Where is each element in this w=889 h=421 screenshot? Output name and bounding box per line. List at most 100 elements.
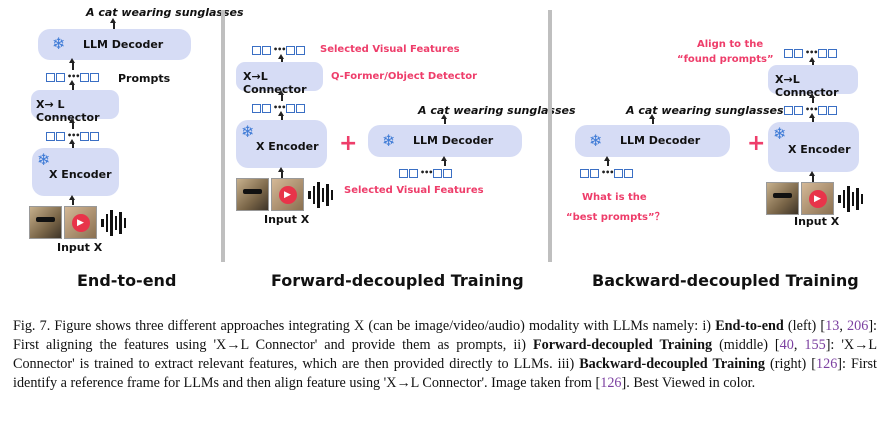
video-thumbnail: ▶ xyxy=(271,178,304,211)
middle-panel-title: Forward-decoupled Training xyxy=(271,271,524,290)
right-llm-decoder: ❄ LLM Decoder xyxy=(575,125,730,157)
right-arrow-decoder xyxy=(604,156,610,166)
play-icon: ▶ xyxy=(278,185,297,204)
middle-llm-decoder-label: LLM Decoder xyxy=(413,134,494,147)
middle-arrow-connector xyxy=(278,54,284,62)
middle-arrow-output xyxy=(441,114,447,124)
video-thumbnail: ▶ xyxy=(801,182,834,215)
right-llm-decoder-label: LLM Decoder xyxy=(620,134,701,147)
right-best-line1: What is the xyxy=(582,192,647,203)
left-feature-tokens: ••• xyxy=(46,131,100,141)
left-output-text: A cat wearing sunglasses xyxy=(86,6,244,19)
middle-input-label: Input X xyxy=(264,213,310,226)
cat-image-icon xyxy=(29,206,62,239)
caption-text: , xyxy=(793,337,805,353)
caption-text: Fig. 7. Figure shows three different app… xyxy=(13,318,716,334)
right-arrow-encoder xyxy=(809,93,815,103)
right-plus-icon: + xyxy=(747,131,766,156)
left-llm-decoder-label: LLM Decoder xyxy=(83,38,164,51)
play-icon: ▶ xyxy=(71,213,90,232)
right-best-line2: “best prompts”？ xyxy=(566,212,665,223)
middle-encoder-label: X Encoder xyxy=(256,140,319,153)
right-encoder-label: X Encoder xyxy=(788,143,851,156)
middle-encoder: ❄ X Encoder xyxy=(236,120,327,168)
right-target-tokens: ••• xyxy=(784,48,838,58)
cat-image-icon xyxy=(766,182,799,215)
figure-caption: Fig. 7. Figure shows three different app… xyxy=(13,317,877,393)
caption-text: (right) [ xyxy=(765,356,816,372)
left-arrow-input xyxy=(69,195,75,205)
left-connector-label: X→ L Connector xyxy=(36,98,100,124)
caption-text: ]: First aligning the features using 'X→… xyxy=(13,318,877,353)
left-arrow-connector xyxy=(69,118,75,129)
snowflake-icon: ❄ xyxy=(589,131,603,150)
left-panel-title: End-to-end xyxy=(77,271,177,290)
video-thumbnail: ▶ xyxy=(64,206,97,239)
right-output-text: A cat wearing sunglasses xyxy=(626,104,784,117)
middle-plus-icon: + xyxy=(339,131,358,156)
right-panel-title: Backward-decoupled Training xyxy=(592,271,859,290)
right-encoder: ❄ X Encoder xyxy=(768,122,859,172)
right-feature-tokens: ••• xyxy=(784,105,838,115)
left-encoder-label: X Encoder xyxy=(49,168,112,181)
left-input-media: ▶ xyxy=(29,206,126,239)
right-prompt-tokens: ••• xyxy=(580,168,634,178)
middle-connector: X→L Connector xyxy=(236,62,323,96)
left-prompts-label: Prompts xyxy=(118,72,171,85)
middle-selected-tokens-top: ••• xyxy=(252,45,306,55)
middle-arrow-decoder xyxy=(441,156,447,166)
caption-text: ]: First identify a reference frame for … xyxy=(13,356,877,391)
middle-input-media: ▶ xyxy=(236,178,333,211)
cat-image-icon xyxy=(236,178,269,211)
middle-arrow-features xyxy=(278,111,284,120)
divider-left xyxy=(221,10,225,262)
citation-link[interactable]: 126 xyxy=(816,356,838,372)
citation-link[interactable]: 13 xyxy=(825,318,840,334)
right-arrow-connector xyxy=(809,57,815,65)
waveform-icon xyxy=(101,207,126,238)
right-arrow-features xyxy=(809,113,815,122)
snowflake-icon: ❄ xyxy=(382,131,396,150)
caption-text: ]. Best Viewed in color. xyxy=(621,375,756,391)
left-encoder: ❄ X Encoder xyxy=(32,148,119,196)
caption-text: (middle) [ xyxy=(712,337,780,353)
middle-arrow-input xyxy=(278,167,284,178)
right-input-label: Input X xyxy=(794,215,840,228)
citation-link[interactable]: 206 xyxy=(847,318,869,334)
middle-feature-tokens: ••• xyxy=(252,103,306,113)
caption-text: ]: 'X→L Connector' is trained to extract… xyxy=(13,337,878,372)
left-arrow-output xyxy=(110,18,116,29)
snowflake-icon: ❄ xyxy=(241,122,255,141)
play-icon: ▶ xyxy=(808,189,827,208)
right-align-line1: Align to the xyxy=(697,39,764,50)
caption-bold-backward: Backward-decoupled Training xyxy=(579,356,765,372)
citation-link[interactable]: 155 xyxy=(804,337,826,353)
caption-bold-forward: Forward-decoupled Training xyxy=(532,337,713,353)
middle-selected-top-label: Selected Visual Features xyxy=(320,44,460,55)
waveform-icon xyxy=(308,179,333,210)
right-arrow-input xyxy=(809,171,815,182)
citation-link[interactable]: 40 xyxy=(779,337,794,353)
caption-text: (left) [ xyxy=(783,318,826,334)
left-arrow-features xyxy=(69,139,75,148)
snowflake-icon: ❄ xyxy=(37,150,51,169)
middle-selected-tokens-bottom: ••• xyxy=(399,168,453,178)
right-arrow-output xyxy=(649,114,655,124)
citation-link[interactable]: 126 xyxy=(600,375,622,391)
middle-output-text: A cat wearing sunglasses xyxy=(418,104,576,117)
left-input-label: Input X xyxy=(57,241,103,254)
middle-arrow-encoder xyxy=(278,90,284,101)
middle-connector-note: Q-Former/Object Detector xyxy=(331,71,478,82)
left-connector: X→ L Connector xyxy=(31,90,119,124)
right-connector: X→L Connector xyxy=(768,65,858,99)
middle-selected-bottom-label: Selected Visual Features xyxy=(344,185,484,196)
waveform-icon xyxy=(838,183,863,214)
right-input-media: ▶ xyxy=(766,182,863,215)
right-align-line2: “found prompts” xyxy=(677,54,774,65)
right-connector-label: X→L Connector xyxy=(775,73,839,99)
middle-connector-label: X→L Connector xyxy=(243,70,307,96)
left-arrow-prompts xyxy=(69,80,75,90)
left-llm-decoder: ❄ LLM Decoder xyxy=(38,29,191,60)
caption-text: , xyxy=(839,318,848,334)
snowflake-icon: ❄ xyxy=(52,34,66,53)
